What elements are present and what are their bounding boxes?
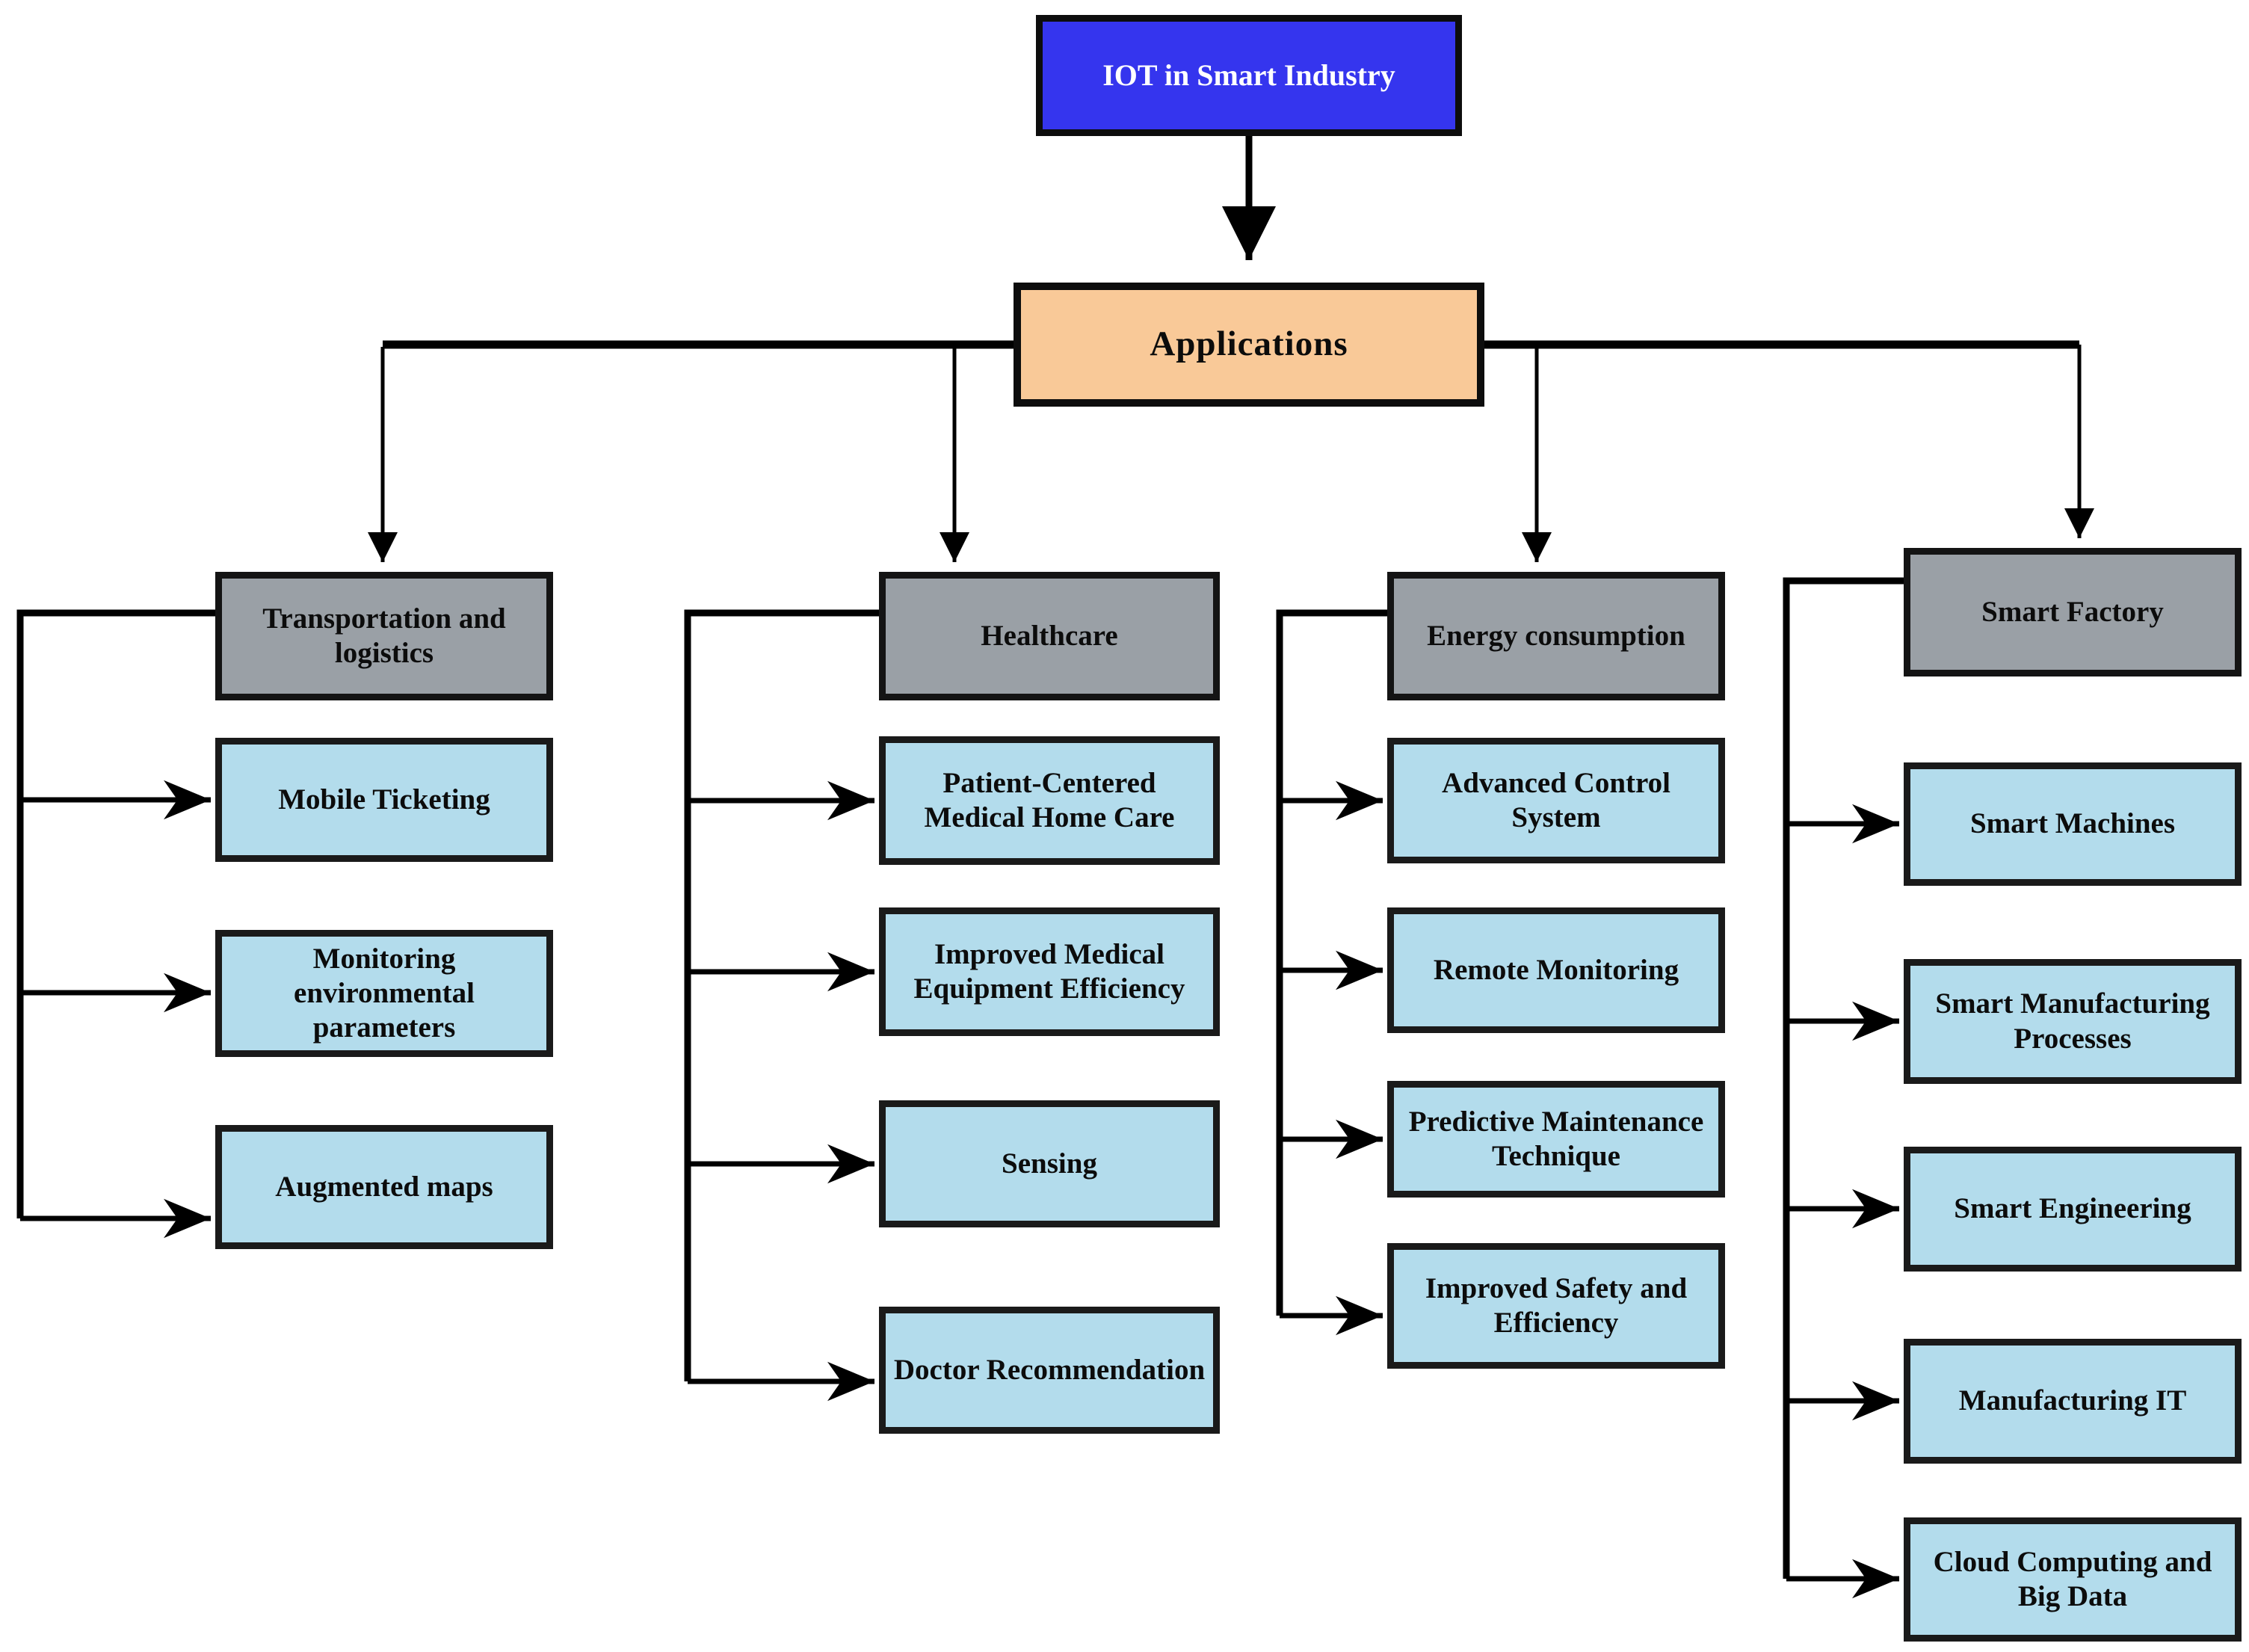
node-smart-machines: Smart Machines (1904, 762, 2242, 886)
node-sensing: Sensing (879, 1100, 1220, 1227)
node-header-healthcare: Healthcare (879, 572, 1220, 700)
node-cloud-computing-and-big-data: Cloud Computing and Big Data (1904, 1517, 2242, 1642)
node-augmented-maps: Augmented maps (215, 1125, 553, 1249)
node-monitoring-environmental-parameters: Monitoring environmental parameters (215, 930, 553, 1057)
node-improved-safety-and-efficiency: Improved Safety and Efficiency (1387, 1243, 1725, 1369)
node-header-transportation-logistics: Transportation and logistics (215, 572, 553, 700)
node-predictive-maintenance-technique: Predictive Maintenance Technique (1387, 1081, 1725, 1198)
node-header-smart-factory: Smart Factory (1904, 548, 2242, 676)
node-root-iot-smart-industry: IOT in Smart Industry (1036, 15, 1462, 136)
node-smart-manufacturing-processes: Smart Manufacturing Processes (1904, 959, 2242, 1084)
node-patient-centered-medical-home-care: Patient-Centered Medical Home Care (879, 736, 1220, 865)
node-advanced-control-system: Advanced Control System (1387, 738, 1725, 863)
node-manufacturing-it: Manufacturing IT (1904, 1339, 2242, 1464)
edge-trunk-healthcare (684, 609, 882, 1381)
edge-trunk-energy (1276, 609, 1390, 1316)
node-smart-engineering: Smart Engineering (1904, 1147, 2242, 1272)
node-remote-monitoring: Remote Monitoring (1387, 907, 1725, 1033)
edge-trunk-smart-factory (1783, 577, 1907, 1579)
node-mobile-ticketing: Mobile Ticketing (215, 738, 553, 862)
node-improved-medical-equipment-efficiency: Improved Medical Equipment Efficiency (879, 907, 1220, 1036)
node-applications: Applications (1014, 283, 1484, 407)
node-header-energy-consumption: Energy consumption (1387, 572, 1725, 700)
edge-trunk-transportation (16, 609, 218, 1218)
node-doctor-recommendation: Doctor Recommendation (879, 1307, 1220, 1434)
